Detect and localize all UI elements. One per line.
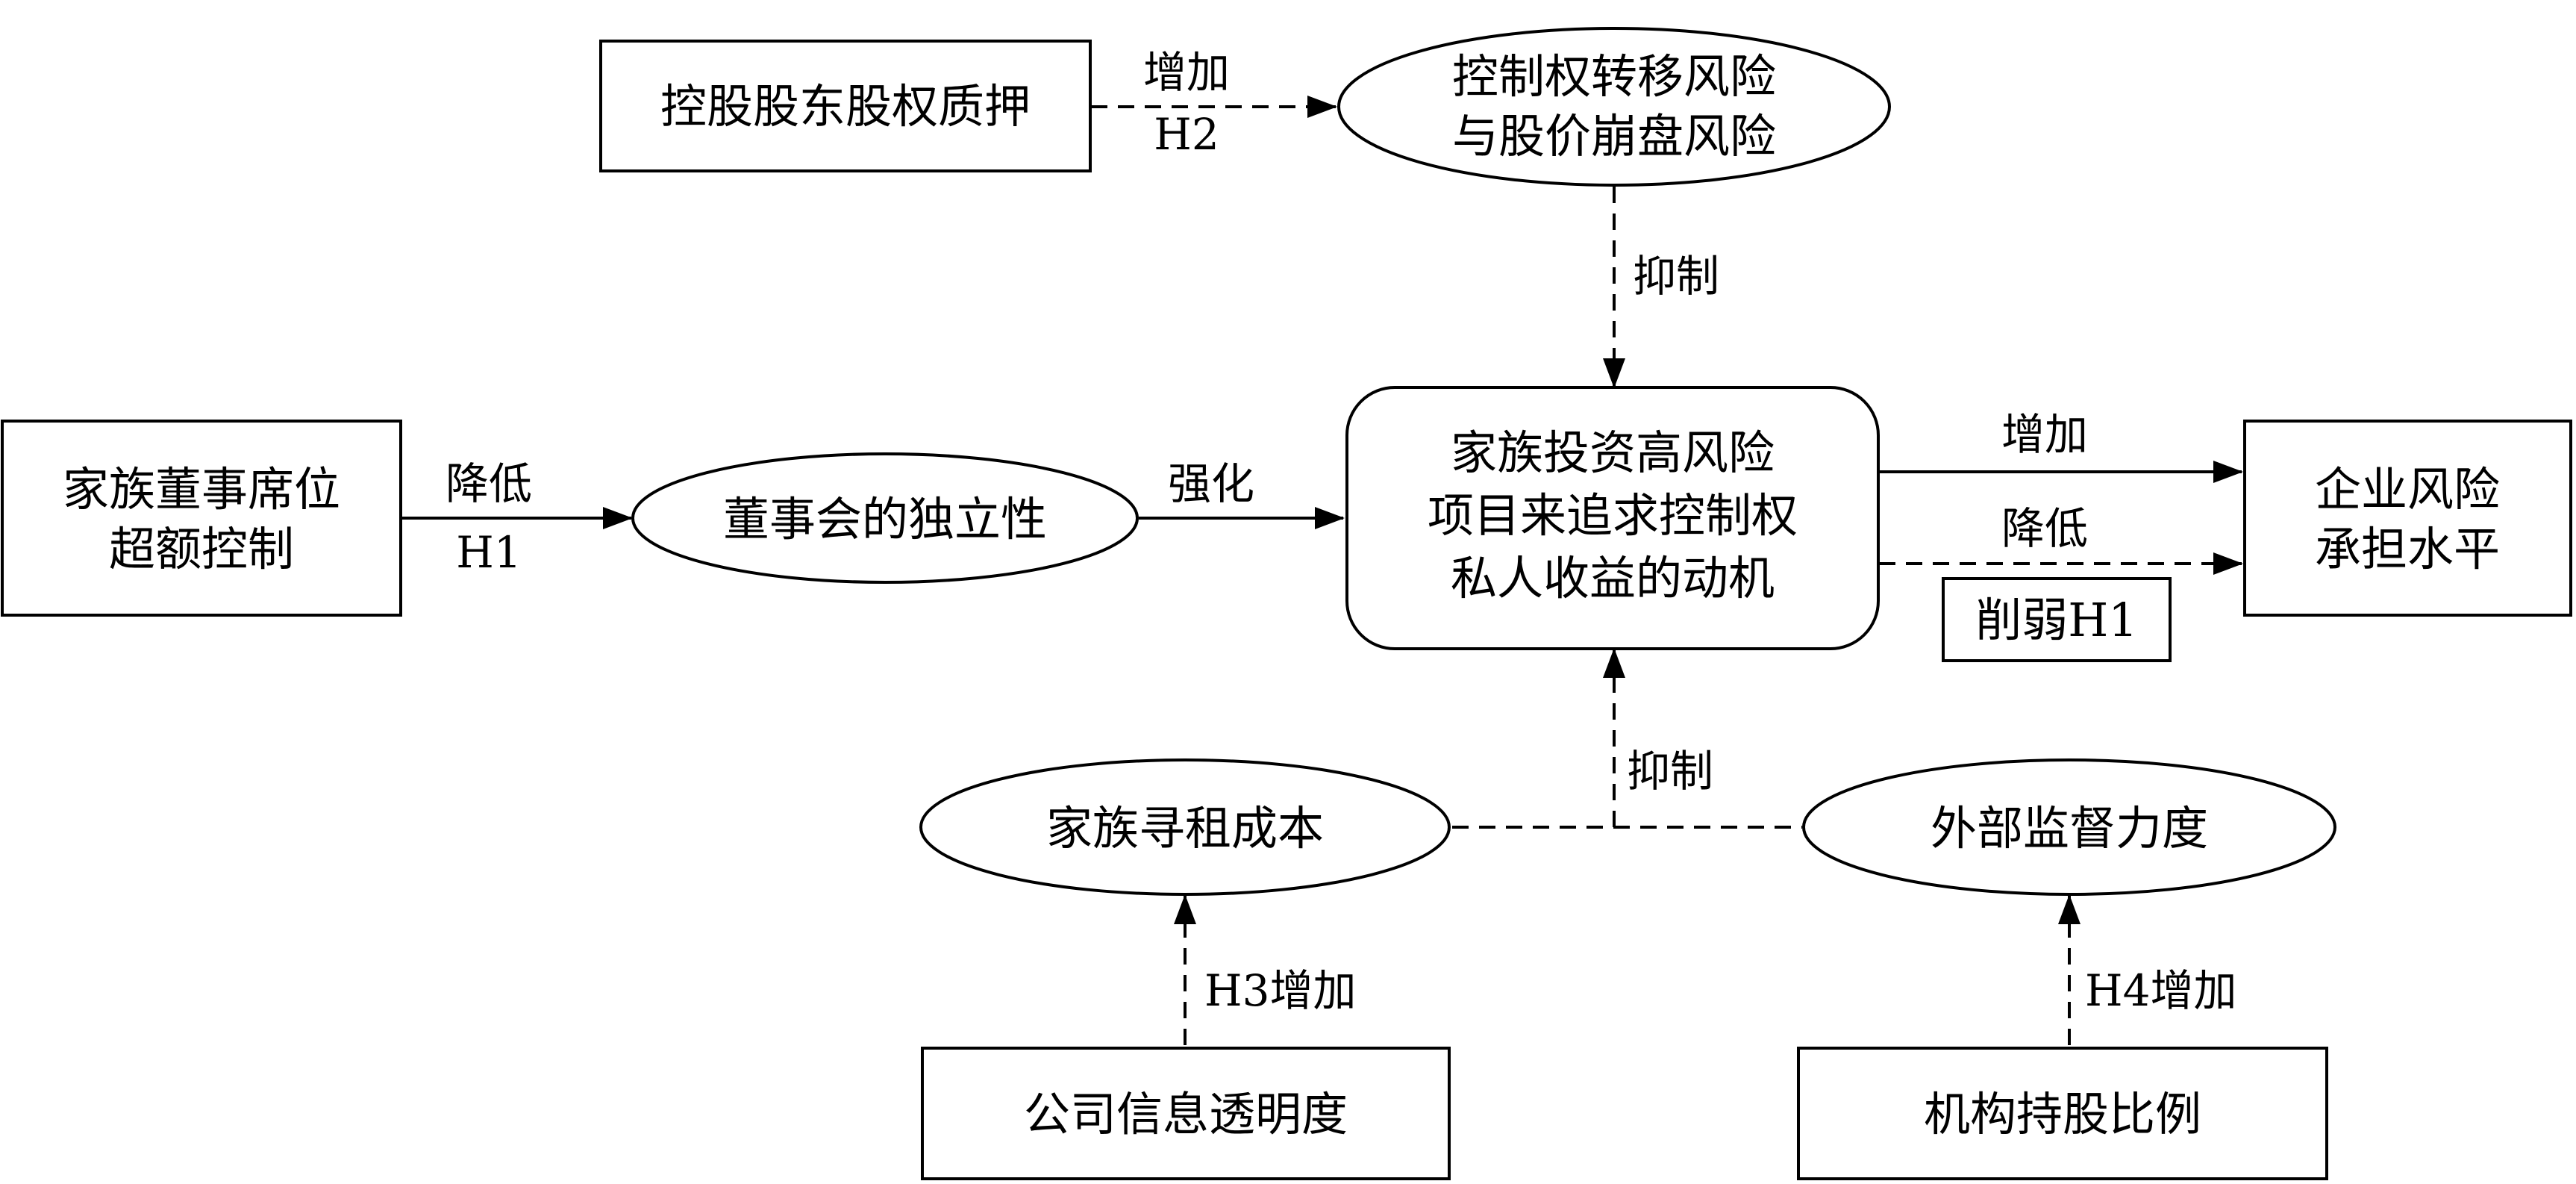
node-independence: 董事会的独立性 (631, 452, 1139, 584)
edge-label-strengthen: 强化 (1168, 458, 1254, 509)
node-motive-line-3: 私人收益的动机 (1451, 551, 1775, 605)
node-supervision: 外部监督力度 (1802, 758, 2336, 896)
node-enterprise-risk-line-1: 企业风险 (2315, 462, 2500, 517)
node-board-control-line-2: 超额控制 (109, 522, 294, 576)
node-transparency-label: 公司信息透明度 (1024, 1087, 1348, 1141)
weaken-h1-label: 削弱H1 (1975, 593, 2138, 647)
node-motive-line-2: 项目来追求控制权 (1428, 488, 1798, 543)
node-rent-cost: 家族寻租成本 (919, 758, 1451, 896)
node-enterprise-risk: 企业风险 承担水平 (2243, 420, 2572, 617)
edge-label-increase-h2: 增加 (1143, 47, 1230, 98)
edge-label-decrease-right: 降低 (2001, 503, 2088, 554)
node-supervision-label: 外部监督力度 (1931, 801, 2208, 856)
node-pledge: 控股股东股权质押 (599, 40, 1092, 172)
edge-label-suppress-top: 抑制 (1633, 251, 1719, 302)
node-transparency: 公司信息透明度 (921, 1047, 1451, 1180)
node-risk-line-2: 与股价崩盘风险 (1452, 109, 1776, 163)
node-institutional: 机构持股比例 (1797, 1047, 2328, 1180)
node-motive: 家族投资高风险 项目来追求控制权 私人收益的动机 (1345, 386, 1880, 650)
node-risk-line-1: 控制权转移风险 (1452, 49, 1776, 104)
edge-label-h2: H2 (1154, 109, 1219, 160)
edge-label-increase-right: 增加 (2001, 409, 2088, 460)
node-rent-cost-label: 家族寻租成本 (1046, 801, 1324, 856)
edge-label-h3-increase: H3增加 (1204, 965, 1356, 1016)
node-institutional-label: 机构持股比例 (1924, 1087, 2201, 1141)
node-independence-label: 董事会的独立性 (723, 492, 1047, 546)
edge-label-h4-increase: H4增加 (2085, 965, 2236, 1016)
node-weaken-h1: 削弱H1 (1942, 577, 2172, 662)
node-motive-line-1: 家族投资高风险 (1451, 426, 1775, 480)
node-enterprise-risk-line-2: 承担水平 (2315, 522, 2500, 576)
edge-label-suppress-bottom: 抑制 (1627, 746, 1713, 797)
node-board-control-line-1: 家族董事席位 (63, 462, 340, 517)
edge-label-decrease-h1: 降低 (446, 458, 532, 509)
node-risk: 控制权转移风险 与股价崩盘风险 (1337, 27, 1891, 187)
node-pledge-label: 控股股东股权质押 (660, 79, 1031, 134)
node-board-control: 家族董事席位 超额控制 (1, 420, 402, 617)
edge-label-h1: H1 (456, 527, 521, 578)
